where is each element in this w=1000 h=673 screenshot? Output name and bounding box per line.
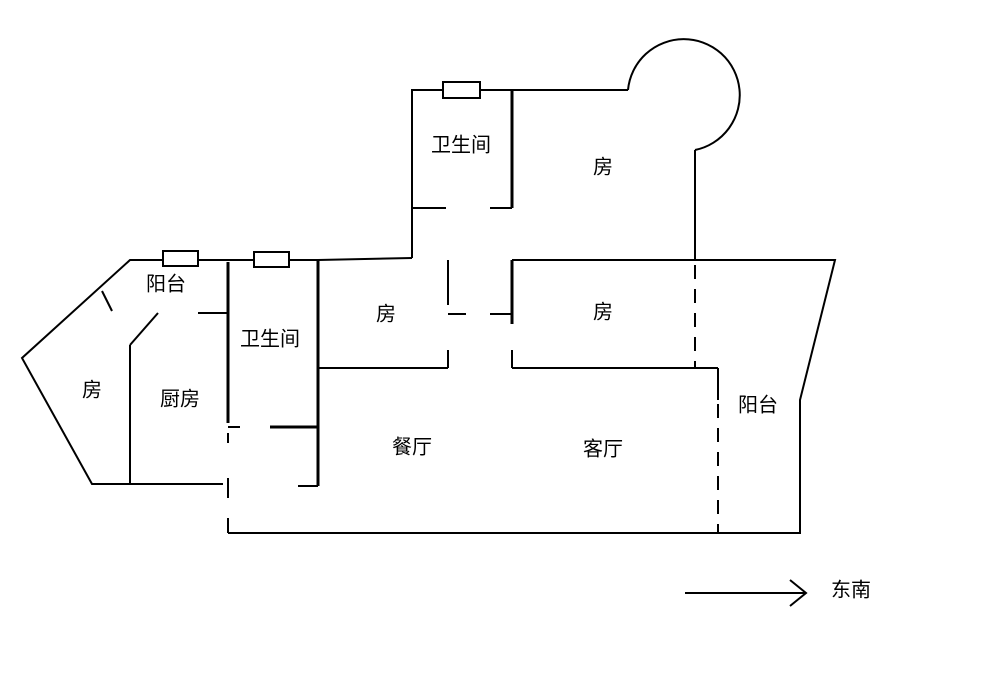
label-dining: 餐厅: [392, 435, 432, 459]
bay-window-arc: [627, 38, 741, 151]
direction-indicator: 东南: [685, 578, 871, 607]
direction-arrow-head: [789, 579, 808, 607]
label-room-far-left: 房: [82, 378, 102, 402]
label-bath-top: 卫生间: [431, 133, 491, 157]
label-balcony-left: 阳台: [146, 272, 186, 296]
label-room-middle-left: 房: [376, 302, 396, 326]
window-left-bath: [253, 251, 290, 268]
outer-walls: [20, 89, 837, 534]
label-kitchen: 厨房: [160, 387, 200, 411]
label-room-top-right: 房: [593, 155, 613, 179]
direction-label: 东南: [831, 578, 871, 602]
label-living: 客厅: [583, 437, 623, 461]
interior-walls: [101, 90, 719, 533]
open-partitions: [694, 265, 719, 533]
label-room-middle-right: 房: [593, 300, 613, 324]
label-balcony-right: 阳台: [738, 393, 778, 417]
label-bath-left: 卫生间: [240, 327, 300, 351]
window-top-bath: [442, 81, 481, 99]
windows: [162, 81, 481, 268]
window-left-balcony: [162, 250, 199, 267]
room-labels: 卫生间 房 房 房 阳台 卫生间 房 厨房 餐厅 客厅 阳台: [82, 133, 778, 461]
